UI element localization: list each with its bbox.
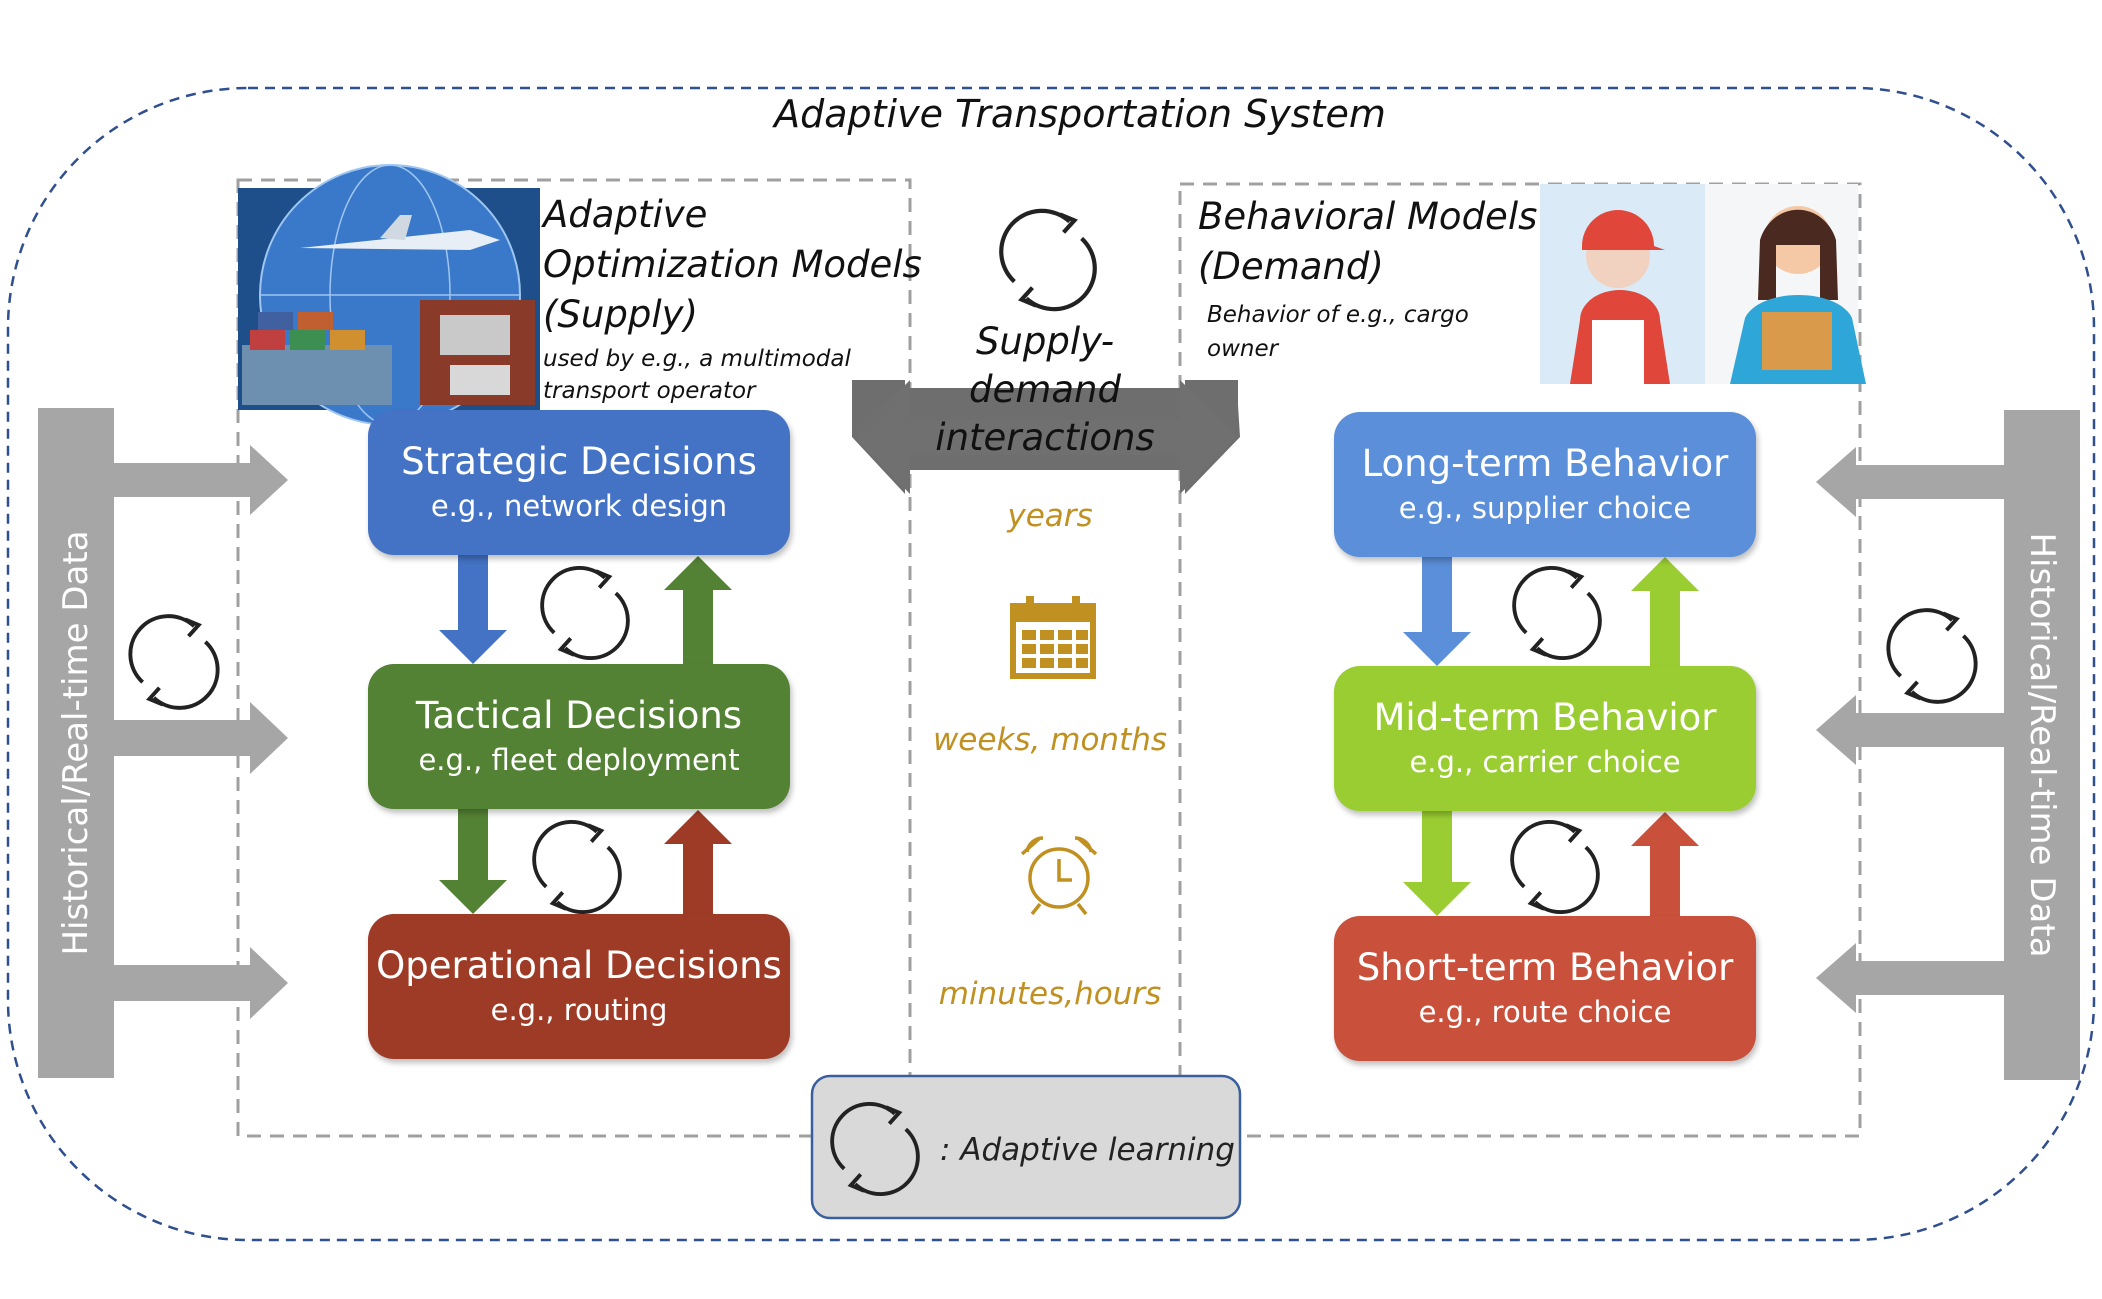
box-title: Short-term Behavior <box>1356 946 1734 989</box>
interaction-label: Supply-demand interactions <box>900 318 1190 462</box>
diagram-title: Adaptive Transportation System <box>774 92 1386 136</box>
right-data-bar <box>2004 410 2080 1080</box>
long-term-behavior-box: Long-term Behavior e.g., supplier choice <box>1334 412 1756 557</box>
tactical-decisions-box: Tactical Decisions e.g., fleet deploymen… <box>368 664 790 809</box>
transport-collage-image <box>238 164 540 426</box>
right-data-arrow-1 <box>1816 447 2006 517</box>
supply-panel-frame <box>236 178 912 1138</box>
alarm-clock-icon <box>1020 836 1098 916</box>
demand-panel-frame <box>1178 182 1862 1138</box>
box-subtitle: e.g., routing <box>490 993 668 1027</box>
shortterm-to-midterm-arrow <box>1631 812 1699 918</box>
legend-text: : Adaptive learning <box>940 1132 1235 1168</box>
cycle-icon <box>1886 608 1978 704</box>
demand-note: Behavior of e.g., cargo owner <box>1207 298 1469 366</box>
strategic-decisions-box: Strategic Decisions e.g., network design <box>368 410 790 555</box>
box-subtitle: e.g., carrier choice <box>1409 745 1681 779</box>
cycle-icon <box>1510 820 1600 914</box>
strategic-to-tactical-arrow <box>439 555 507 664</box>
time-label-weeks-months: weeks, months <box>932 722 1168 758</box>
cycle-icon <box>1512 566 1602 660</box>
box-title: Strategic Decisions <box>401 440 757 483</box>
left-data-bar <box>38 408 114 1078</box>
supply-note-line: transport operator <box>543 378 756 404</box>
tactical-to-strategic-arrow <box>664 556 732 666</box>
box-subtitle: e.g., supplier choice <box>1398 491 1692 525</box>
demand-heading: Behavioral Models (Demand) <box>1198 192 1537 292</box>
box-title: Long-term Behavior <box>1361 442 1729 485</box>
box-title: Operational Decisions <box>376 944 782 987</box>
box-title: Mid-term Behavior <box>1373 696 1717 739</box>
box-subtitle: e.g., network design <box>430 489 728 523</box>
supply-note-line: used by e.g., a multimodal <box>543 346 851 372</box>
left-data-arrow-2 <box>112 702 288 774</box>
demand-note-line: owner <box>1207 336 1279 362</box>
cycle-icon <box>532 820 622 914</box>
people-illustration-image <box>1540 184 1866 384</box>
interaction-label-line: Supply-demand <box>969 320 1121 411</box>
interaction-label-line: interactions <box>935 416 1155 459</box>
left-data-arrow-1 <box>112 445 288 515</box>
left-data-arrow-3 <box>112 947 288 1019</box>
cycle-icon <box>128 614 220 710</box>
box-title: Tactical Decisions <box>415 694 743 737</box>
time-label-years: years <box>1007 498 1093 534</box>
right-data-arrow-3 <box>1816 943 2006 1013</box>
supply-heading: Adaptive Optimization Models (Supply) <box>543 190 922 340</box>
cycle-icon <box>1001 211 1095 309</box>
right-data-label: Historical/Real-time Data <box>2022 532 2062 958</box>
box-subtitle: e.g., route choice <box>1418 995 1672 1029</box>
supply-heading-line: Optimization Models <box>543 243 922 286</box>
tactical-to-operational-arrow <box>439 808 507 914</box>
supply-note: used by e.g., a multimodal transport ope… <box>543 343 851 407</box>
longterm-to-midterm-arrow <box>1403 557 1471 666</box>
cycle-icon <box>540 566 630 660</box>
supply-heading-line: (Supply) <box>543 293 698 336</box>
midterm-to-shortterm-arrow <box>1403 810 1471 916</box>
midterm-to-longterm-arrow <box>1631 557 1699 667</box>
operational-decisions-box: Operational Decisions e.g., routing <box>368 914 790 1059</box>
calendar-icon <box>1010 596 1096 679</box>
outer-system-frame <box>6 86 2096 1242</box>
mid-term-behavior-box: Mid-term Behavior e.g., carrier choice <box>1334 666 1756 811</box>
legend-panel <box>810 1074 1242 1220</box>
operational-to-tactical-arrow <box>664 810 732 916</box>
short-term-behavior-box: Short-term Behavior e.g., route choice <box>1334 916 1756 1061</box>
supply-heading-line: Adaptive <box>543 193 708 236</box>
time-label-minutes-hours: minutes,hours <box>938 976 1162 1012</box>
demand-heading-line: (Demand) <box>1198 245 1384 288</box>
demand-heading-line: Behavioral Models <box>1198 195 1538 238</box>
box-subtitle: e.g., fleet deployment <box>418 743 740 777</box>
left-data-label: Historical/Real-time Data <box>56 530 96 956</box>
right-data-arrow-2 <box>1816 695 2006 765</box>
supply-demand-double-arrow-shape <box>855 380 1237 494</box>
demand-note-line: Behavior of e.g., cargo <box>1207 302 1469 328</box>
